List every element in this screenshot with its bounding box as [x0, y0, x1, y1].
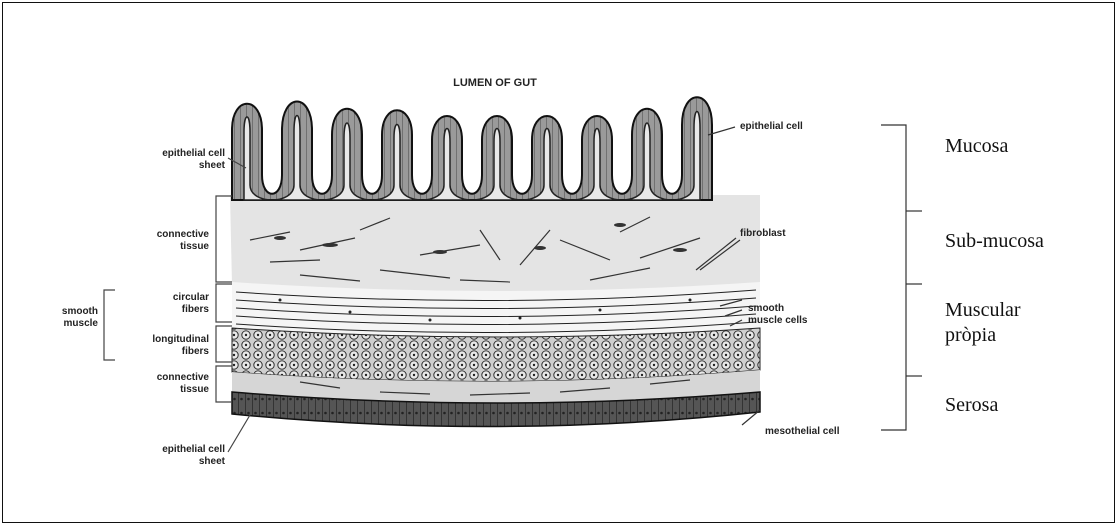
label-smooth-muscle-cells: smooth muscle cells [748, 303, 868, 327]
label-line: pròpia [945, 323, 1021, 348]
label-connective-tissue-bottom: connective tissue [105, 372, 209, 396]
label-line: smooth [748, 303, 868, 315]
label-mesothelial-cell: mesothelial cell [765, 426, 885, 438]
label-line: muscle [30, 318, 98, 330]
label-line: muscle cells [748, 315, 868, 327]
label-epithelial-cell: epithelial cell [740, 121, 880, 133]
layer-muscular-propia: Muscular pròpia [945, 298, 1021, 348]
label-line: tissue [105, 241, 209, 253]
layer-serosa: Serosa [945, 393, 998, 418]
connective-tissue-layer [230, 195, 760, 293]
label-epithelial-cell-sheet-top: epithelial cell sheet [105, 148, 225, 172]
label-line: connective [105, 372, 209, 384]
label-line: epithelial cell [105, 148, 225, 160]
label-longitudinal-fibers: longitudinal fibers [105, 334, 209, 358]
label-line: sheet [105, 160, 225, 172]
label-line: fibers [105, 304, 209, 316]
layer-submucosa: Sub-mucosa [945, 229, 1044, 254]
label-smooth-muscle: smooth muscle [30, 306, 98, 330]
label-line: connective [105, 229, 209, 241]
label-line: sheet [105, 456, 225, 468]
label-connective-tissue-top: connective tissue [105, 229, 209, 253]
label-line: epithelial cell [105, 444, 225, 456]
diagram-title: LUMEN OF GUT [405, 77, 585, 89]
label-line: smooth [30, 306, 98, 318]
label-epithelial-cell-sheet-bottom: epithelial cell sheet [105, 444, 225, 468]
label-line: Muscular [945, 298, 1021, 323]
label-circular-fibers: circular fibers [105, 292, 209, 316]
label-line: fibers [105, 346, 209, 358]
label-fibroblast: fibroblast [740, 228, 860, 240]
villi-epithelium [232, 97, 712, 200]
layer-mucosa: Mucosa [945, 134, 1008, 159]
label-line: tissue [105, 384, 209, 396]
label-line: circular [105, 292, 209, 304]
label-line: longitudinal [105, 334, 209, 346]
